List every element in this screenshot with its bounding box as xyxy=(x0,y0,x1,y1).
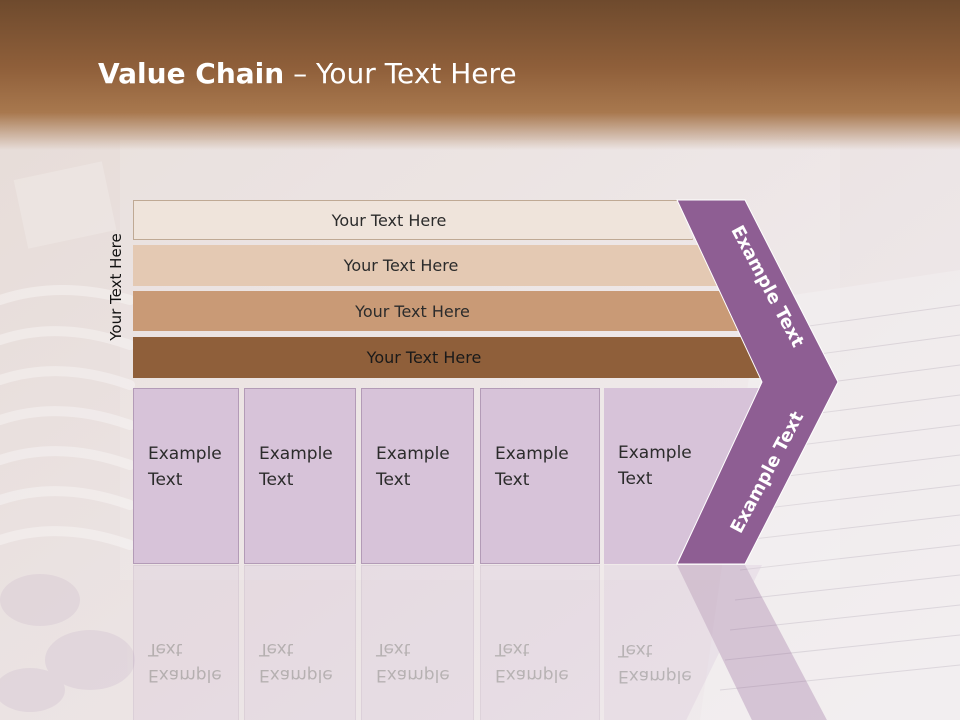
title-rest: – Your Text Here xyxy=(284,57,517,90)
support-bar-4[interactable]: Your Text Here xyxy=(133,337,763,378)
support-bar-label: Your Text Here xyxy=(355,301,470,321)
box-line-2: Text xyxy=(148,470,183,490)
title-bold: Value Chain xyxy=(98,57,285,90)
box-line-1: Example xyxy=(495,444,569,464)
activity-box-2[interactable]: Example Text xyxy=(244,388,356,564)
slide-title[interactable]: Value Chain – Your Text Here xyxy=(98,52,517,96)
support-bar-label: Your Text Here xyxy=(366,348,482,367)
support-bar-1[interactable]: Your Text Here xyxy=(133,200,693,240)
box-line-1: Example xyxy=(376,444,450,464)
box-line-1: Example xyxy=(618,443,692,463)
box-line-1: Example xyxy=(148,444,222,464)
support-bar-label: Your Text Here xyxy=(331,210,447,230)
support-bar-label: Your Text Here xyxy=(343,256,459,275)
box-line-2: Text xyxy=(618,469,653,489)
support-bar-2[interactable]: Your Text Here xyxy=(133,245,717,286)
activity-box-1[interactable]: Example Text xyxy=(133,388,239,564)
activity-box-4[interactable]: Example Text xyxy=(480,388,600,564)
box-line-2: Text xyxy=(259,470,294,490)
box-line-2: Text xyxy=(376,470,411,490)
box-line-2: Text xyxy=(495,470,530,490)
support-bar-3[interactable]: Your Text Here xyxy=(133,291,740,331)
box-line-1: Example xyxy=(259,444,333,464)
title-banner xyxy=(0,0,960,150)
activity-box-3[interactable]: Example Text xyxy=(361,388,474,564)
